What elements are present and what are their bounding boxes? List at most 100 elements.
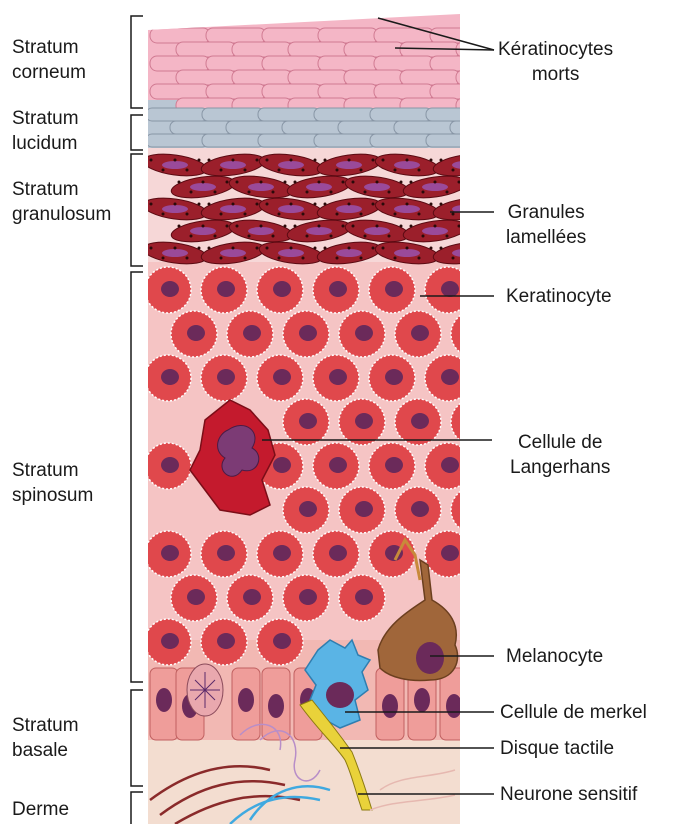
lamellar-granule xyxy=(306,191,309,194)
lamellar-granule xyxy=(458,225,461,228)
lucidum-cell xyxy=(450,121,512,134)
lamellar-granule xyxy=(278,169,281,172)
lamellar-granule xyxy=(232,247,235,250)
lamellar-granule xyxy=(476,169,479,172)
granulosum-nucleus xyxy=(162,205,188,213)
callout-keratinocyte: Keratinocyte xyxy=(506,284,612,309)
callout-cellule-langerhans: Cellule de Langerhans xyxy=(510,430,610,480)
lamellar-granule xyxy=(150,159,153,162)
lamellar-granule xyxy=(198,247,201,250)
lamellar-granule xyxy=(372,247,375,250)
keratinocyte-nucleus xyxy=(161,281,179,297)
keratinocyte-nucleus xyxy=(385,457,403,473)
lamellar-granule xyxy=(410,225,413,228)
lamellar-granule xyxy=(516,181,519,184)
lamellar-granule xyxy=(266,159,269,162)
lamellar-granule xyxy=(400,181,403,184)
basal-nucleus xyxy=(268,694,284,718)
lamellar-granule xyxy=(430,203,433,206)
lamellar-granule xyxy=(376,181,379,184)
keratinocyte-nucleus xyxy=(161,457,179,473)
lamellar-granule xyxy=(226,225,229,228)
lamellar-granule xyxy=(464,247,467,250)
corneum-scale xyxy=(344,42,404,57)
lamellar-granule xyxy=(290,247,293,250)
keratinocyte-nucleus xyxy=(217,369,235,385)
corneum-scale xyxy=(318,28,378,43)
lamellar-granule xyxy=(306,235,309,238)
spinosum-keratinocyte xyxy=(451,487,497,533)
lucidum-cell xyxy=(426,134,488,147)
granulosum-nucleus xyxy=(278,249,304,257)
keratinocyte-nucleus xyxy=(243,325,261,341)
lamellar-granule xyxy=(440,159,443,162)
keratinocyte-nucleus xyxy=(187,589,205,605)
lamellar-granule xyxy=(364,191,367,194)
lamellar-granule xyxy=(388,235,391,238)
lamellar-granule xyxy=(174,247,177,250)
granulosum-nucleus xyxy=(190,227,216,235)
label-stratum-basale: Stratum basale xyxy=(12,713,79,763)
granulosum-nucleus xyxy=(394,205,420,213)
callout-disque-tactile: Disque tactile xyxy=(500,736,614,761)
lamellar-granule xyxy=(284,181,287,184)
lamellar-granule xyxy=(492,225,495,228)
basal-nucleus xyxy=(446,694,462,718)
granulosum-nucleus xyxy=(422,183,448,191)
granulosum-nucleus xyxy=(364,183,390,191)
lamellar-granule xyxy=(430,159,433,162)
keratinocyte-nucleus xyxy=(273,369,291,385)
lamellar-granule xyxy=(198,203,201,206)
lamellar-granule xyxy=(336,213,339,216)
lamellar-granule xyxy=(232,159,235,162)
keratinocyte-nucleus xyxy=(385,369,403,385)
lamellar-granule xyxy=(418,169,421,172)
lamellar-granule xyxy=(434,225,437,228)
lamellar-granule xyxy=(400,225,403,228)
lamellar-granule xyxy=(318,181,321,184)
lamellar-granule xyxy=(248,191,251,194)
lamellar-granule xyxy=(394,257,397,260)
corneum-scale xyxy=(288,42,348,57)
lamellar-granule xyxy=(150,247,153,250)
lucidum-cell xyxy=(202,134,264,147)
lamellar-granule xyxy=(464,159,467,162)
langerhans-nucleus xyxy=(218,425,259,476)
keratinocyte-nucleus xyxy=(243,589,261,605)
callout-neurone-sensitif: Neurone sensitif xyxy=(500,782,637,807)
keratinocyte-nucleus xyxy=(273,281,291,297)
lamellar-granule xyxy=(434,181,437,184)
lamellar-granule xyxy=(336,257,339,260)
lamellar-granule xyxy=(488,159,491,162)
keratinocyte-nucleus xyxy=(329,281,347,297)
callout-granules-lamellees: Granules lamellées xyxy=(506,200,586,250)
lamellar-granule xyxy=(186,257,189,260)
lamellar-granule xyxy=(330,235,333,238)
lamellar-granule xyxy=(178,181,181,184)
lucidum-cell xyxy=(370,134,432,147)
keratinocyte-nucleus xyxy=(217,633,235,649)
bracket-granulosum xyxy=(131,154,143,266)
label-derme: Derme xyxy=(12,797,69,822)
lamellar-granule xyxy=(266,247,269,250)
keratinocyte-nucleus xyxy=(273,633,291,649)
lamellar-granule xyxy=(248,235,251,238)
keratinocyte-nucleus xyxy=(329,545,347,561)
keratinocyte-nucleus xyxy=(355,501,373,517)
lamellar-granule xyxy=(440,247,443,250)
lucidum-cell xyxy=(426,108,488,121)
basal-nucleus xyxy=(156,688,172,712)
lamellar-granule xyxy=(150,203,153,206)
granulosum-nucleus xyxy=(452,161,478,169)
granulosum-cell xyxy=(460,173,526,202)
corneum-scale xyxy=(430,56,490,71)
lamellar-granule xyxy=(342,181,345,184)
granulosum-nucleus xyxy=(220,205,246,213)
lamellar-granule xyxy=(174,203,177,206)
lamellar-granule xyxy=(476,213,479,216)
callout-keratinocytes-morts: Kératinocytes morts xyxy=(498,37,613,87)
keratinocyte-nucleus xyxy=(217,281,235,297)
corneum-scale xyxy=(400,70,460,85)
lamellar-granule xyxy=(468,225,471,228)
lamellar-granule xyxy=(174,159,177,162)
